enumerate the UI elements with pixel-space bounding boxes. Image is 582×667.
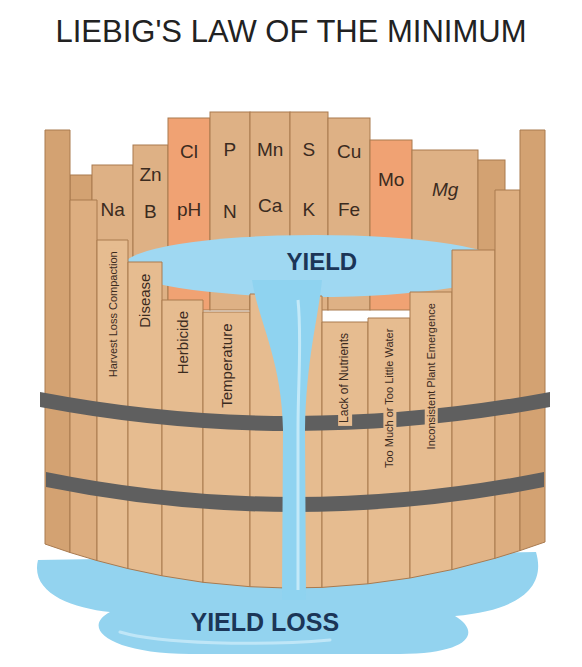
water-highlight xyxy=(298,300,300,590)
barrel-stave: SK xyxy=(290,112,328,236)
factor-label: Lack of Nutrients xyxy=(338,330,352,426)
barrel-stave: Mg xyxy=(412,150,478,236)
factor-label: Herbicide xyxy=(174,308,191,377)
barrel-stave: Na xyxy=(92,165,133,236)
front-stave xyxy=(162,300,203,582)
front-stave xyxy=(70,200,97,561)
barrel-stave: MnCa xyxy=(250,112,290,236)
element-symbol: K xyxy=(303,199,316,221)
front-stave xyxy=(495,190,520,558)
barrel-stave: CuFe xyxy=(328,118,370,236)
element-symbol: Mo xyxy=(378,169,404,191)
water-stream xyxy=(252,280,322,600)
barrel-stave: Too Much or Too Little Water xyxy=(368,318,410,540)
barrel-stave: ZnB xyxy=(133,145,168,236)
element-symbol: Mg xyxy=(432,179,458,201)
element-symbol: Na xyxy=(101,199,125,221)
element-symbol: Ca xyxy=(258,195,282,217)
element-symbol: Cu xyxy=(337,141,361,163)
front-stave xyxy=(322,322,368,587)
front-stave xyxy=(368,318,410,584)
element-symbol: B xyxy=(144,201,157,223)
barrel-stave: Temperature xyxy=(203,312,250,540)
factor-label: Temperature xyxy=(218,320,235,410)
barrel-stave: Disease xyxy=(128,262,162,540)
barrel-stave: PN xyxy=(210,112,250,236)
puddle-label: YIELD LOSS xyxy=(191,608,340,637)
factor-label: Too Much or Too Little Water xyxy=(383,326,396,471)
title: LIEBIG'S LAW OF THE MINIMUM xyxy=(0,14,582,50)
barrel-stave: Mo xyxy=(370,140,412,236)
element-symbol: Cl xyxy=(180,141,198,163)
factor-label: Inconsistent Plant Emergence xyxy=(425,300,438,452)
element-symbol: Mn xyxy=(257,139,283,161)
barrel-stave: Lack of Nutrients xyxy=(322,322,368,540)
element-symbol: S xyxy=(303,139,316,161)
element-symbol: P xyxy=(224,139,237,161)
factor-label: Harvest Loss Compaction xyxy=(106,248,119,380)
front-stave xyxy=(203,312,250,587)
barrel-stave: Harvest Loss Compaction xyxy=(97,240,128,540)
element-symbol: Zn xyxy=(140,164,162,186)
front-stave xyxy=(410,292,452,578)
barrel-stave: Herbicide xyxy=(162,300,203,540)
pool-label: YIELD xyxy=(287,248,358,276)
element-symbol: pH xyxy=(177,199,201,221)
factor-label: Disease xyxy=(136,270,153,330)
element-symbol: Fe xyxy=(338,199,360,221)
barrel-stave: Cl pH xyxy=(168,118,210,236)
element-symbol: N xyxy=(223,201,237,223)
barrel-stave: Inconsistent Plant Emergence xyxy=(410,292,452,540)
